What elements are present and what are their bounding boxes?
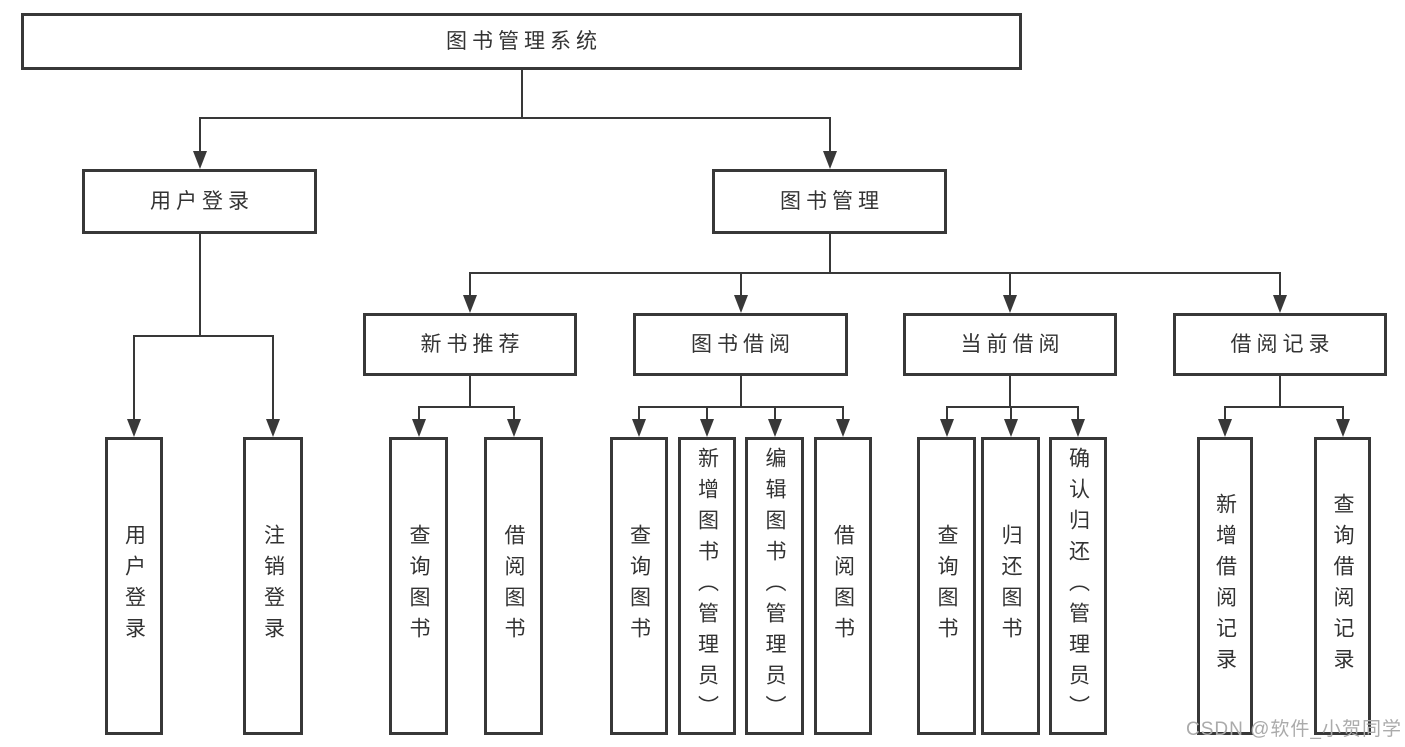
csdn-watermark: CSDN @软件_小贺同学 bbox=[1186, 719, 1402, 740]
node-label-login: 用户登录 bbox=[122, 524, 146, 648]
arrowhead-down-icon bbox=[463, 295, 477, 313]
node-label-borrow-records: 借阅记录 bbox=[1230, 333, 1335, 356]
node-label-root: 图书管理系统 bbox=[446, 30, 602, 53]
node-label-logout: 注销登录 bbox=[261, 524, 285, 648]
connector-drop bbox=[417, 407, 420, 419]
node-book-mgmt: 图书管理 bbox=[712, 169, 947, 234]
connector-drop bbox=[133, 336, 135, 419]
arrowhead-down-icon bbox=[266, 419, 280, 437]
node-add-book-admin: 新增图书（管理员） bbox=[678, 437, 736, 735]
node-edit-book-admin: 编辑图书（管理员） bbox=[745, 437, 804, 735]
connector-bus bbox=[469, 272, 1281, 274]
connector-drop bbox=[512, 407, 515, 419]
node-add-borrow-record: 新增借阅记录 bbox=[1197, 437, 1253, 735]
node-book-borrow: 图书借阅 bbox=[633, 313, 848, 376]
connector-bus bbox=[1224, 406, 1344, 408]
connector-drop bbox=[1279, 273, 1281, 295]
connector-drop bbox=[1341, 407, 1344, 419]
connector-drop bbox=[945, 407, 948, 419]
connector-drop bbox=[739, 273, 742, 295]
node-label-add-borrow-record: 新增借阅记录 bbox=[1213, 493, 1237, 679]
arrowhead-down-icon bbox=[632, 419, 646, 437]
connector-stem bbox=[469, 376, 471, 407]
node-label-user-login: 用户登录 bbox=[150, 190, 254, 213]
node-label-add-book-admin: 新增图书（管理员） bbox=[695, 446, 719, 726]
arrowhead-down-icon bbox=[733, 295, 748, 313]
node-new-book-rec: 新书推荐 bbox=[363, 313, 577, 376]
connector-drop bbox=[1009, 273, 1011, 295]
node-label-return-book: 归还图书 bbox=[999, 524, 1022, 648]
connector-drop bbox=[638, 407, 640, 419]
node-label-new-book-rec: 新书推荐 bbox=[420, 333, 525, 356]
connector-drop bbox=[1009, 407, 1012, 419]
connector-drop bbox=[706, 407, 708, 419]
connector-bus bbox=[198, 117, 831, 119]
node-label-current-borrow: 当前借阅 bbox=[960, 333, 1065, 356]
connector-stem bbox=[1279, 376, 1281, 407]
arrowhead-down-icon bbox=[1003, 295, 1017, 313]
node-user-login: 用户登录 bbox=[82, 169, 317, 234]
connector-drop bbox=[828, 118, 831, 151]
arrowhead-down-icon bbox=[1335, 419, 1350, 437]
node-label-edit-book-admin: 编辑图书（管理员） bbox=[763, 446, 786, 726]
node-confirm-return-admin: 确认归还（管理员） bbox=[1049, 437, 1107, 735]
arrowhead-down-icon bbox=[767, 419, 782, 437]
arrowhead-down-icon bbox=[1003, 419, 1018, 437]
arrowhead-down-icon bbox=[700, 419, 714, 437]
arrowhead-down-icon bbox=[411, 419, 426, 437]
node-return-book: 归还图书 bbox=[981, 437, 1040, 735]
node-borrow-records: 借阅记录 bbox=[1173, 313, 1387, 376]
node-label-book-mgmt: 图书管理 bbox=[780, 190, 884, 213]
node-query-book-new: 查询图书 bbox=[389, 437, 448, 735]
connector-drop bbox=[842, 407, 844, 419]
arrowhead-down-icon bbox=[127, 419, 141, 437]
connector-drop bbox=[1077, 407, 1079, 419]
connector-drop bbox=[198, 118, 201, 151]
connector-drop bbox=[773, 407, 776, 419]
node-label-book-borrow: 图书借阅 bbox=[691, 333, 795, 356]
connector-bus bbox=[945, 406, 1079, 408]
node-root: 图书管理系统 bbox=[21, 13, 1022, 70]
node-borrow-book: 借阅图书 bbox=[814, 437, 872, 735]
connector-stem bbox=[828, 234, 831, 273]
arrowhead-down-icon bbox=[506, 419, 521, 437]
node-logout: 注销登录 bbox=[243, 437, 303, 735]
arrowhead-down-icon bbox=[836, 419, 850, 437]
node-label-confirm-return-admin: 确认归还（管理员） bbox=[1066, 446, 1090, 726]
node-label-query-borrow-record: 查询借阅记录 bbox=[1331, 493, 1354, 679]
connector-stem bbox=[520, 70, 523, 118]
arrowhead-down-icon bbox=[939, 419, 954, 437]
arrowhead-down-icon bbox=[1273, 295, 1287, 313]
node-label-query-book-current: 查询图书 bbox=[935, 524, 958, 648]
node-query-borrow-record: 查询借阅记录 bbox=[1314, 437, 1371, 735]
arrowhead-down-icon bbox=[822, 151, 837, 169]
connector-bus bbox=[133, 335, 274, 337]
connector-drop bbox=[272, 336, 274, 419]
connector-bus bbox=[417, 406, 515, 408]
node-query-book-borrow: 查询图书 bbox=[610, 437, 668, 735]
node-login: 用户登录 bbox=[105, 437, 163, 735]
node-borrow-book-new: 借阅图书 bbox=[484, 437, 543, 735]
node-label-borrow-book: 借阅图书 bbox=[831, 524, 855, 648]
node-label-borrow-book-new: 借阅图书 bbox=[502, 524, 525, 648]
node-query-book-current: 查询图书 bbox=[917, 437, 976, 735]
arrowhead-down-icon bbox=[1218, 419, 1232, 437]
connector-stem bbox=[1009, 376, 1011, 407]
arrowhead-down-icon bbox=[1071, 419, 1085, 437]
arrowhead-down-icon bbox=[192, 151, 207, 169]
connector-drop bbox=[1224, 407, 1226, 419]
connector-stem bbox=[739, 376, 742, 407]
connector-drop bbox=[469, 273, 471, 295]
node-current-borrow: 当前借阅 bbox=[903, 313, 1117, 376]
node-label-query-book-borrow: 查询图书 bbox=[627, 524, 651, 648]
connector-bus bbox=[638, 406, 844, 408]
node-label-query-book-new: 查询图书 bbox=[407, 524, 430, 648]
connector-stem bbox=[198, 234, 201, 336]
